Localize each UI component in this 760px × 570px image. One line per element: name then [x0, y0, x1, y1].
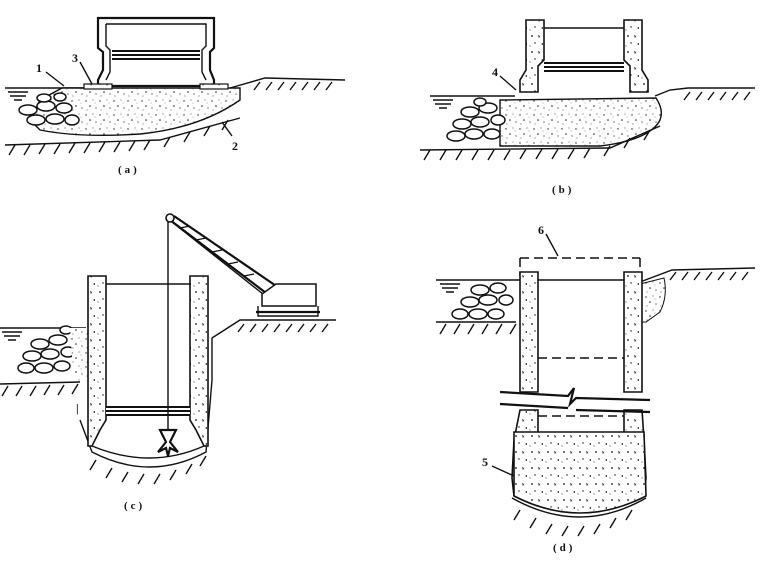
- bottom-seal-concrete: [513, 431, 647, 514]
- label-2: 2: [232, 139, 238, 153]
- crane-pulley: [165, 213, 175, 223]
- caisson-c-wall-left: [87, 275, 107, 447]
- sand-cushion-b: [499, 97, 663, 147]
- leader-3: [79, 61, 93, 85]
- caisson-d-wall-right: [623, 271, 643, 393]
- sand-cushion: [29, 87, 241, 137]
- caisson-b-wall-left: [519, 19, 545, 93]
- caisson-a-ring: [112, 50, 200, 60]
- caisson-a-inner: [105, 23, 207, 81]
- caisson-b-wall-right: [623, 19, 649, 93]
- break-line: [499, 387, 651, 414]
- crane-cable: [167, 221, 269, 430]
- leader-5: [491, 465, 515, 477]
- water-level-icon: [8, 91, 28, 101]
- label-5: 5: [482, 455, 488, 469]
- caisson-b-ring: [544, 62, 624, 72]
- grab-bucket-icon: [157, 428, 179, 457]
- water-level-icon-b: [433, 99, 453, 109]
- label-4: 4: [492, 65, 498, 79]
- panel-b: 4 (b): [419, 19, 755, 196]
- sleeper-pad-left: [83, 83, 113, 90]
- water-level-icon-c: [2, 331, 22, 341]
- panel-c: | (c): [0, 213, 336, 512]
- leader-2: [221, 121, 233, 137]
- caption-c: (c): [124, 500, 145, 512]
- riprap-stones: [18, 92, 80, 126]
- caption-a: (a): [118, 164, 140, 176]
- sleeper-pad-right: [199, 83, 229, 90]
- bottom-curve-d: [511, 497, 647, 518]
- water-level-icon-d: [440, 283, 460, 293]
- crane-boom-lattice: [179, 225, 255, 277]
- bottom-hatch: [8, 119, 229, 156]
- panel-d: 5 6 (d): [436, 223, 756, 554]
- bottom-hatch-d2: [513, 509, 633, 537]
- sand-right-d: [639, 277, 666, 323]
- bottom-hatch-b: [423, 129, 651, 161]
- label-1: 1: [36, 61, 42, 75]
- riprap-stones-b: [446, 97, 506, 142]
- ground-hatch: [253, 81, 333, 91]
- caption-d: (d): [553, 542, 575, 554]
- ground-hatch-d: [669, 271, 749, 281]
- bottom-ground-line-c: [0, 338, 213, 468]
- ground-hatch-c: [237, 323, 329, 333]
- label-6: 6: [538, 223, 544, 237]
- bottom-ground-line: [4, 117, 241, 146]
- riprap-stones-d: [451, 282, 514, 320]
- leader-6: [545, 233, 559, 257]
- caisson-d-wall-left: [519, 271, 539, 393]
- riprap-stones-c: [17, 325, 76, 374]
- leader-1: [45, 71, 65, 87]
- marker-c: |: [76, 401, 79, 415]
- bottom-hatch-d: [439, 323, 517, 335]
- ground-surface-d: [436, 267, 756, 283]
- bottom-ground-line-b: [419, 125, 661, 151]
- caisson-c-ring: [106, 406, 190, 416]
- crane-boom: [169, 215, 283, 297]
- caption-b: (b): [552, 184, 574, 196]
- panel-a: 1 3 2 (a): [4, 16, 346, 176]
- leader-4: [499, 75, 517, 91]
- bottom-hatch-c: [1, 383, 207, 485]
- caisson-c-wall-right: [189, 275, 209, 447]
- ground-hatch-b: [683, 91, 751, 101]
- sand-left-c: [70, 328, 88, 382]
- ground-surface-b: [430, 87, 755, 97]
- crane-cab: [261, 283, 317, 307]
- label-3: 3: [72, 51, 78, 65]
